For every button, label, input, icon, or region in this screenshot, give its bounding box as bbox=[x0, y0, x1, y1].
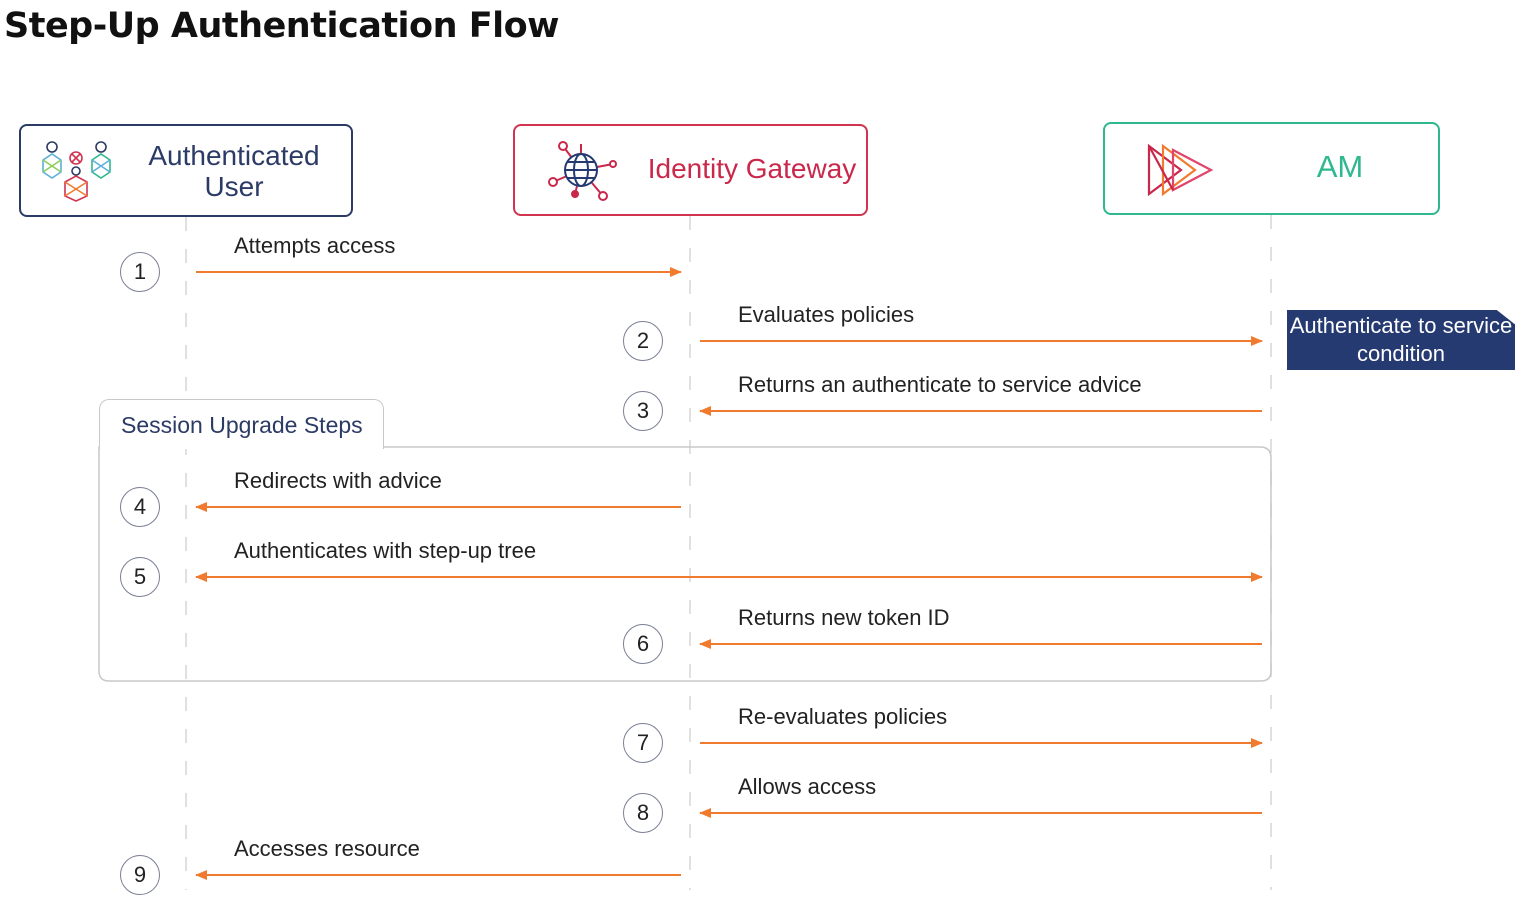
page-title: Step-Up Authentication Flow bbox=[4, 6, 559, 46]
auth-condition-badge: Authenticate to service condition bbox=[1287, 310, 1515, 370]
message-label: Redirects with advice bbox=[234, 468, 442, 493]
session-upgrade-tab: Session Upgrade Steps bbox=[99, 399, 384, 449]
step-number-badge: 9 bbox=[120, 855, 160, 895]
actor-label-gateway: Identity Gateway bbox=[647, 153, 857, 184]
step-number-badge: 6 bbox=[623, 624, 663, 664]
users-icon bbox=[42, 141, 111, 202]
message-label: Re-evaluates policies bbox=[738, 704, 948, 729]
step-number-badge: 4 bbox=[120, 487, 160, 527]
message-label: Returns new token ID bbox=[738, 605, 950, 630]
step-number-badge: 8 bbox=[623, 793, 663, 833]
step-number-badge: 1 bbox=[120, 252, 160, 292]
message-label: Allows access bbox=[738, 774, 877, 799]
actor-am: AM bbox=[1103, 122, 1440, 215]
actor-identity-gateway: Identity Gateway bbox=[513, 124, 868, 216]
actor-authenticated-user: Authenticated User bbox=[19, 124, 353, 217]
group-label: Session Upgrade Steps bbox=[121, 412, 363, 438]
message-label: Returns an authenticate to service advic… bbox=[738, 372, 1142, 397]
message-label: Accesses resource bbox=[234, 836, 420, 861]
message-label: Attempts access bbox=[234, 233, 396, 258]
step-number-badge: 2 bbox=[623, 321, 663, 361]
actor-label-user: Authenticated User bbox=[148, 140, 320, 202]
globe-network-icon bbox=[548, 141, 617, 201]
message-label: Evaluates policies bbox=[738, 302, 915, 327]
am-logo-icon bbox=[1147, 144, 1214, 196]
actor-label-am: AM bbox=[1316, 149, 1364, 184]
step-number-badge: 7 bbox=[623, 723, 663, 763]
step-number-badge: 5 bbox=[120, 557, 160, 597]
message-label: Authenticates with step-up tree bbox=[234, 538, 537, 563]
session-upgrade-group-box bbox=[98, 446, 1272, 682]
step-number-badge: 3 bbox=[623, 391, 663, 431]
